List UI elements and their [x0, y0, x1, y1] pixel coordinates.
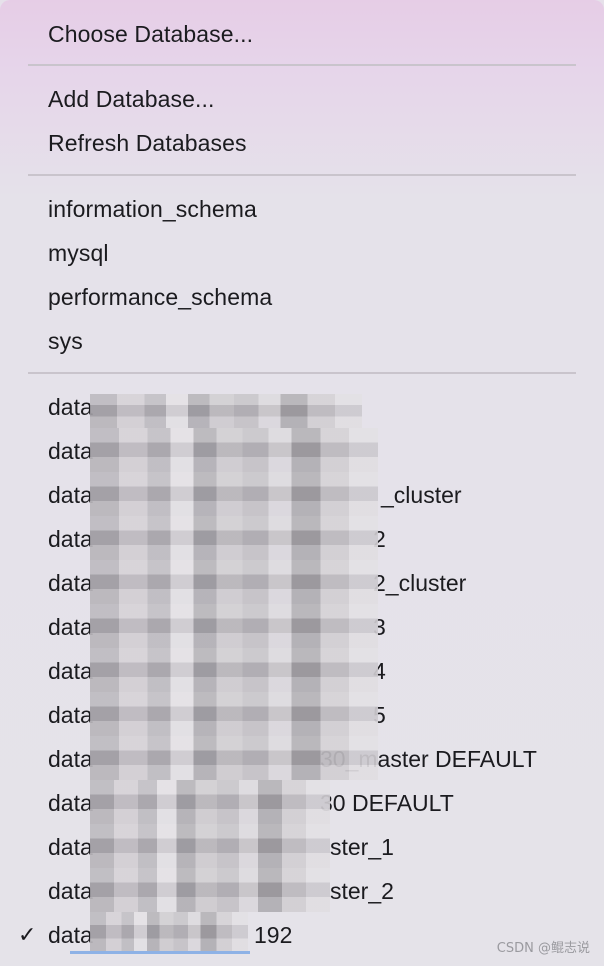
- redaction-mosaic: [90, 428, 378, 472]
- database-name-prefix: data: [48, 658, 93, 684]
- database-name-prefix: data: [48, 790, 93, 816]
- redaction-mosaic: [90, 560, 378, 604]
- menu-separator: [28, 372, 576, 374]
- watermark: CSDN @鲲志说: [496, 941, 590, 956]
- database-name-prefix: data: [48, 526, 93, 552]
- redaction-mosaic: [90, 516, 378, 560]
- redaction-mosaic: [90, 736, 378, 780]
- database-name-suffix: ster_2: [330, 878, 394, 904]
- database-item-information-schema[interactable]: information_schema: [48, 196, 257, 222]
- database-item-performance-schema[interactable]: performance_schema: [48, 284, 273, 310]
- choose-database-item[interactable]: Choose Database...: [48, 21, 254, 47]
- database-name-prefix: data: [48, 482, 93, 508]
- database-name-prefix: data: [48, 394, 93, 420]
- database-name-prefix: data: [48, 570, 93, 596]
- refresh-databases-item[interactable]: Refresh Databases: [48, 130, 247, 156]
- redaction-mosaic: [90, 912, 248, 952]
- selection-underline: [70, 951, 250, 954]
- redaction-mosaic: [90, 648, 378, 692]
- database-name-prefix: data: [48, 746, 93, 772]
- redaction-mosaic: [90, 824, 330, 868]
- database-item-sys[interactable]: sys: [48, 328, 83, 354]
- database-name-prefix: data: [48, 438, 93, 464]
- database-name-prefix: data: [48, 702, 93, 728]
- database-name-prefix: data: [48, 922, 93, 948]
- database-item-mysql[interactable]: mysql: [48, 240, 109, 266]
- database-name-suffix: _cluster: [381, 482, 462, 508]
- redaction-mosaic: [90, 472, 378, 516]
- database-name-prefix: data: [48, 878, 93, 904]
- redaction-mosaic: [90, 868, 330, 912]
- menu-separator: [28, 64, 576, 66]
- add-database-item[interactable]: Add Database...: [48, 86, 215, 112]
- menu-separator: [28, 174, 576, 176]
- database-name-prefix: data: [48, 614, 93, 640]
- checkmark-icon: ✓: [18, 922, 37, 947]
- database-name-suffix: 30 DEFAULT: [320, 790, 454, 816]
- redaction-mosaic: [90, 780, 330, 824]
- database-name-suffix: 192: [254, 922, 293, 948]
- database-name-prefix: data: [48, 834, 93, 860]
- database-name-suffix: ster_1: [330, 834, 394, 860]
- redaction-mosaic: [90, 604, 378, 648]
- database-name-suffix: 2_cluster: [373, 570, 467, 596]
- redaction-mosaic: [90, 692, 378, 736]
- redaction-mosaic: [90, 394, 362, 428]
